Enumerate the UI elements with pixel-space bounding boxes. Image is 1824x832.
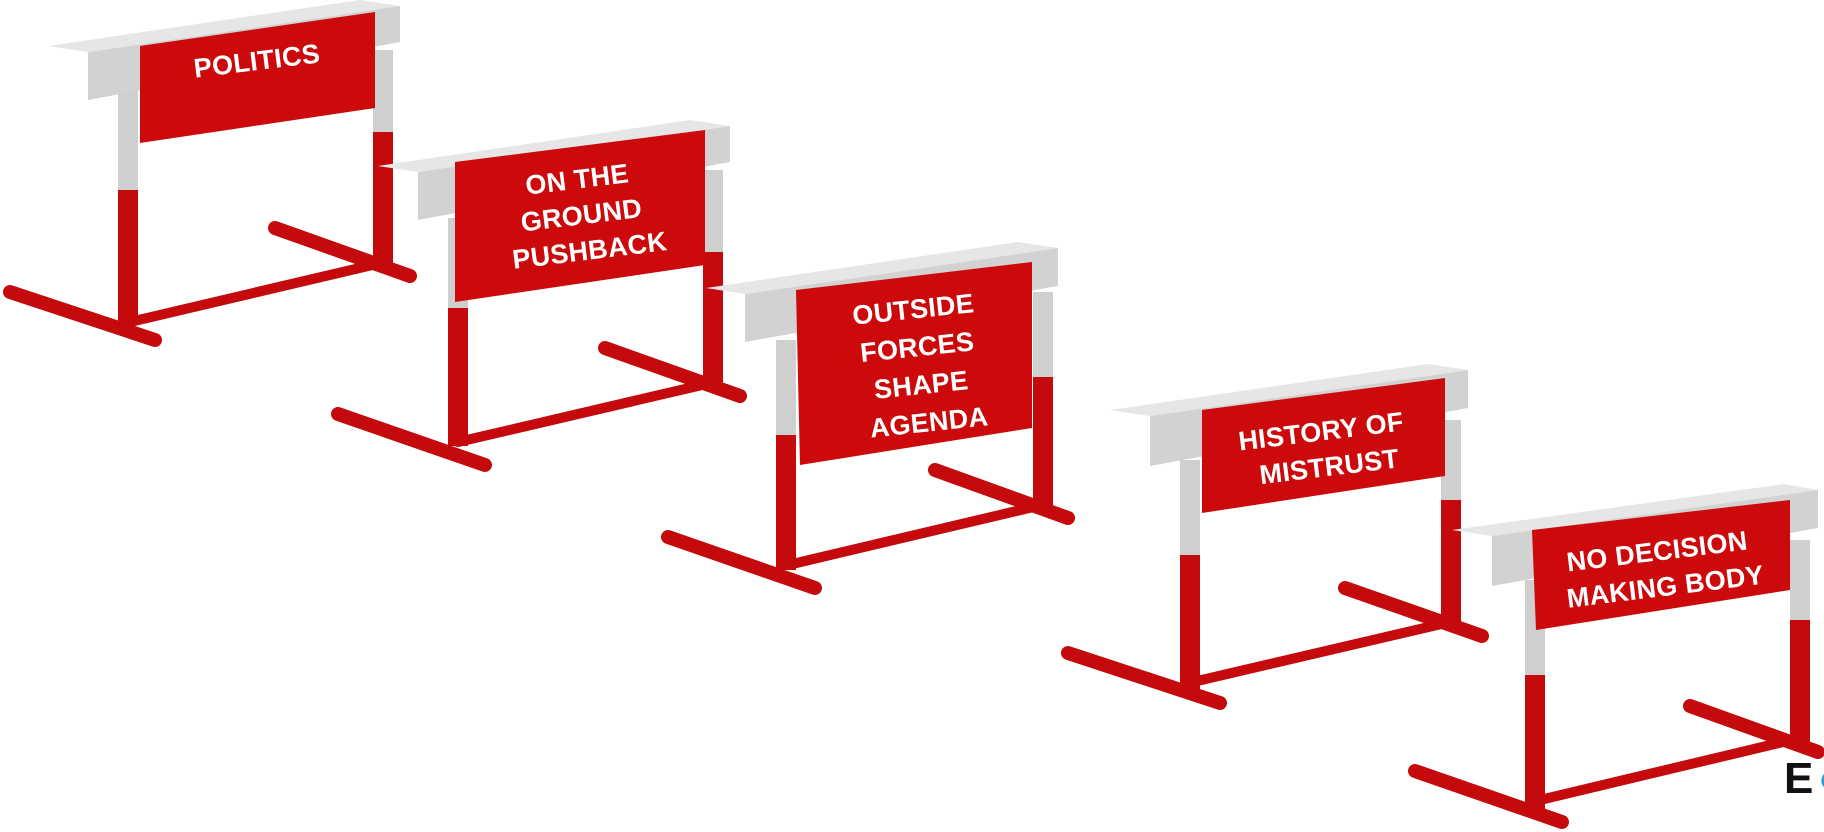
hurdle-history-of-mistrust: HISTORY OF MISTRUST: [1061, 364, 1489, 710]
logo-accent-mark: ◖: [1812, 754, 1824, 803]
logo: E◖: [1784, 754, 1824, 804]
hurdle-outside-forces-shape-agenda: OUTSIDE FORCES SHAPE AGENDA: [661, 242, 1075, 595]
hurdle-on-the-ground-pushback: ON THE GROUND PUSHBACK: [331, 120, 747, 472]
hurdle-no-decision-making-body: NO DECISION MAKING BODY: [1408, 484, 1824, 829]
hurdle-politics: POLITICS: [3, 0, 417, 347]
logo-text: E: [1784, 754, 1813, 803]
